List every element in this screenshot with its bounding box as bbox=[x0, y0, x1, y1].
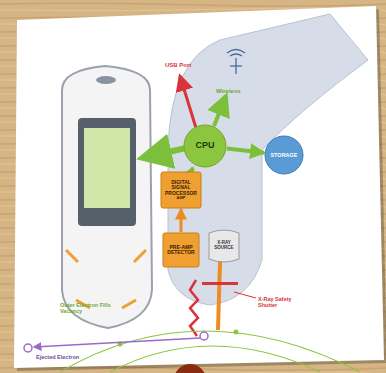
node-outline bbox=[161, 172, 201, 208]
electron-shell bbox=[110, 346, 320, 372]
electron bbox=[234, 330, 239, 335]
display-button bbox=[96, 76, 116, 84]
node-text: CPU bbox=[195, 141, 214, 151]
nav-dot bbox=[174, 364, 206, 373]
storage-circle: STORAGE bbox=[264, 135, 304, 175]
part-label: Outer Electron Fills Vacancy bbox=[60, 302, 116, 314]
part-label: X-Ray Safety Shutter bbox=[258, 296, 298, 308]
node-outline bbox=[265, 136, 303, 174]
node-text: STORAGE bbox=[270, 152, 297, 158]
safety-shutter bbox=[202, 282, 238, 285]
vacancy bbox=[200, 332, 208, 340]
display-arrow bbox=[142, 148, 186, 158]
node-text: X-RAY SOURCE bbox=[211, 241, 237, 251]
screen bbox=[84, 128, 130, 208]
node-text: AMP bbox=[177, 196, 186, 200]
shutter-leader bbox=[234, 292, 256, 298]
node-outline bbox=[209, 230, 239, 262]
node-text: DETECTOR bbox=[167, 250, 194, 256]
screen-frame bbox=[78, 118, 136, 226]
fluorescence-ray bbox=[190, 280, 198, 336]
ejected-path bbox=[34, 338, 200, 347]
node-text: DIGITAL SIGNAL PROCESSOR bbox=[163, 180, 199, 197]
process-box: DIGITAL SIGNAL PROCESSORAMP bbox=[160, 171, 202, 209]
ejected-electron bbox=[24, 344, 32, 352]
display-trim bbox=[66, 250, 146, 308]
cpu-circle: CPU bbox=[183, 124, 227, 168]
connector-arrow bbox=[180, 209, 183, 232]
usb-arrow bbox=[180, 76, 196, 128]
wireless-icon bbox=[227, 50, 245, 75]
port-label: USB Port bbox=[165, 62, 191, 69]
node-outline bbox=[163, 233, 199, 267]
connector-arrow bbox=[227, 149, 264, 153]
process-box: PRE-AMPDETECTOR bbox=[162, 232, 200, 268]
node-outline bbox=[184, 125, 226, 167]
connector-arrow bbox=[191, 168, 193, 171]
wireless-arrow bbox=[214, 96, 226, 126]
port-label: Wireless bbox=[216, 88, 241, 95]
x-ray-beam bbox=[218, 262, 220, 330]
part-label: Ejected Electron bbox=[36, 354, 79, 360]
electron-shell bbox=[60, 331, 360, 372]
display-unit bbox=[62, 66, 152, 328]
x-ray-source: X-RAY SOURCE bbox=[208, 229, 240, 263]
white-card bbox=[14, 6, 384, 368]
